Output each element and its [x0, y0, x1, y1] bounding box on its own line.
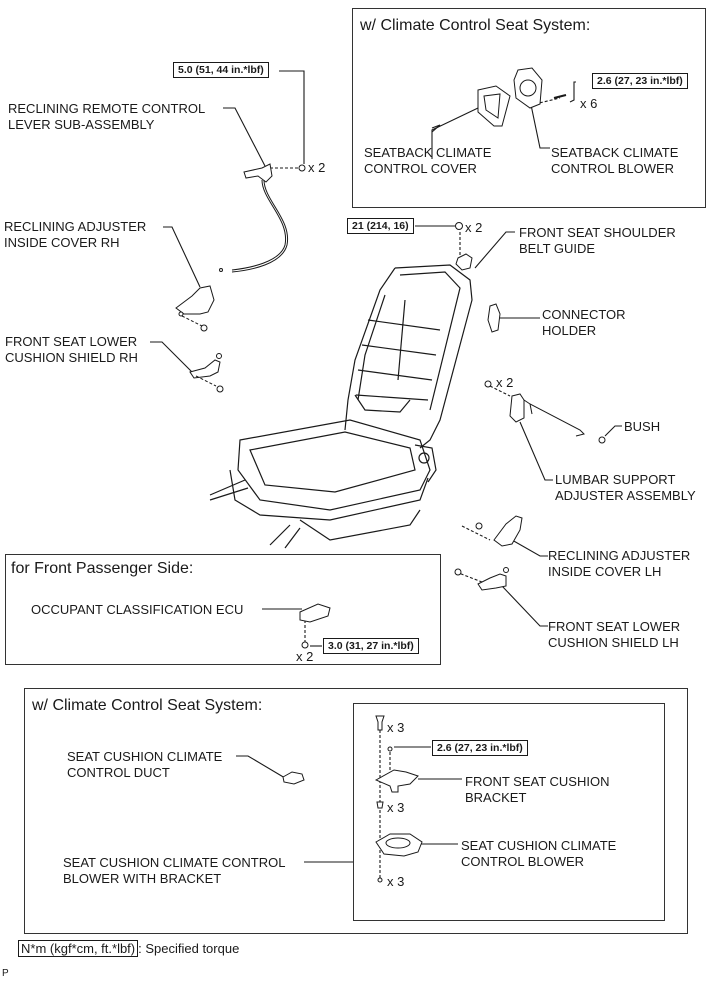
label-reclining-adjuster-cover-rh: RECLINING ADJUSTER INSIDE COVER RH — [4, 219, 147, 250]
seatback-climate-box: w/ Climate Control Seat System: 2.6 (27,… — [352, 8, 706, 208]
seat-cushion-climate-blower-part — [375, 833, 423, 883]
label-seatback-climate-cover: SEATBACK CLIMATE CONTROL COVER — [364, 145, 492, 176]
qty-inner-mid: x 3 — [387, 800, 405, 815]
seat-cushion-climate-duct-part — [282, 771, 305, 785]
torque-spec-ecu: 3.0 (31, 27 in.*lbf) — [323, 638, 419, 654]
label-front-seat-cushion-bracket: FRONT SEAT CUSHION BRACKET — [465, 774, 610, 805]
torque-legend: N*m (kgf*cm, ft.*lbf): Specified torque — [18, 940, 240, 957]
label-seat-cushion-climate-blower: SEAT CUSHION CLIMATE CONTROL BLOWER — [461, 838, 617, 869]
qty-lever-nut: x 2 — [308, 160, 326, 175]
reclining-adjuster-cover-rh-part — [175, 285, 215, 332]
label-lower-cushion-shield-lh: FRONT SEAT LOWER CUSHION SHIELD LH — [548, 619, 681, 650]
label-shoulder-belt-guide: FRONT SEAT SHOULDER BELT GUIDE — [519, 225, 676, 256]
leader-lever-torque — [279, 70, 305, 164]
label-occupant-classification-ecu: OCCUPANT CLASSIFICATION ECU — [31, 602, 244, 617]
leader-sb-blower — [529, 99, 550, 149]
seatback-climate-cover-part — [477, 85, 511, 127]
front-passenger-box-title: for Front Passenger Side: — [11, 560, 194, 577]
dashed-adjuster-lh — [461, 525, 491, 541]
lumbar-support-part — [484, 380, 585, 437]
label-seat-cushion-climate-duct: SEAT CUSHION CLIMATE CONTROL DUCT — [67, 749, 223, 780]
reclining-adjuster-cover-lh-part — [475, 515, 523, 547]
leader-lumbar — [519, 421, 553, 481]
front-seat-frame-part — [209, 264, 473, 549]
bush-part — [598, 436, 606, 444]
leader-adjuster-lh — [511, 539, 548, 557]
torque-spec-seatback-blower: 2.6 (27, 23 in.*lbf) — [592, 73, 688, 89]
seatback-climate-box-title: w/ Climate Control Seat System: — [360, 17, 591, 34]
qty-ecu-nut: x 2 — [296, 649, 314, 664]
leader-belt-guide — [474, 231, 515, 269]
lower-cushion-shield-rh-part — [189, 353, 224, 393]
label-blower-with-bracket: SEAT CUSHION CLIMATE CONTROL BLOWER WITH… — [63, 855, 286, 886]
shoulder-belt-guide-part — [455, 222, 473, 271]
leader-bush — [604, 425, 622, 437]
footer-mark: P — [2, 968, 9, 979]
qty-seatback-screw: x 6 — [580, 96, 598, 111]
leader-sb-torque — [569, 81, 576, 103]
leader-adjuster-rh — [163, 226, 201, 288]
leader-sb-cover — [431, 124, 441, 133]
label-lower-cushion-shield-rh: FRONT SEAT LOWER CUSHION SHIELD RH — [5, 334, 138, 365]
occupant-classification-ecu-part — [299, 603, 331, 649]
cushion-climate-box-title: w/ Climate Control Seat System: — [32, 697, 263, 714]
dashed-lumbar-screw — [489, 385, 511, 397]
torque-spec-belt-guide: 21 (214, 16) — [347, 218, 414, 234]
qty-lumbar-screw: x 2 — [496, 375, 514, 390]
reclining-remote-lever-part — [219, 163, 306, 273]
label-lumbar-support: LUMBAR SUPPORT ADJUSTER ASSEMBLY — [555, 472, 696, 503]
qty-belt-guide-nut: x 2 — [465, 220, 483, 235]
dashed-sb-screw — [534, 97, 561, 105]
label-seatback-climate-blower: SEATBACK CLIMATE CONTROL BLOWER — [551, 145, 679, 176]
label-connector-holder: CONNECTOR HOLDER — [542, 307, 626, 338]
leader-sb-cover-main — [431, 107, 479, 159]
leader-duct — [236, 755, 286, 779]
cushion-climate-box: w/ Climate Control Seat System: SEAT CUS… — [24, 688, 688, 934]
qty-inner-bottom: x 3 — [387, 874, 405, 889]
label-reclining-remote-lever: RECLINING REMOTE CONTROL LEVER SUB-ASSEM… — [8, 101, 206, 132]
leader-lever-label — [223, 107, 266, 167]
front-passenger-box: for Front Passenger Side: OCCUPANT CLASS… — [5, 554, 441, 665]
cushion-climate-detail-box: x 3 2.6 (27, 23 in.*lbf) FRONT SEAT CUSH… — [353, 703, 665, 921]
legend-text: : Specified torque — [138, 941, 240, 956]
torque-spec-cushion-bracket: 2.6 (27, 23 in.*lbf) — [432, 740, 528, 756]
lower-cushion-shield-lh-part — [454, 567, 509, 591]
label-reclining-adjuster-cover-lh: RECLINING ADJUSTER INSIDE COVER LH — [548, 548, 691, 579]
qty-inner-top: x 3 — [387, 720, 405, 735]
leader-shield-lh — [501, 585, 548, 627]
legend-unit-box: N*m (kgf*cm, ft.*lbf) — [18, 940, 139, 957]
seatback-climate-blower-part — [513, 67, 567, 109]
label-bush: BUSH — [624, 419, 661, 434]
front-seat-cushion-bracket-part — [374, 715, 419, 809]
leader-shield-rh — [150, 341, 193, 373]
torque-spec-lever: 5.0 (51, 44 in.*lbf) — [173, 62, 269, 78]
connector-holder-part — [487, 303, 501, 333]
